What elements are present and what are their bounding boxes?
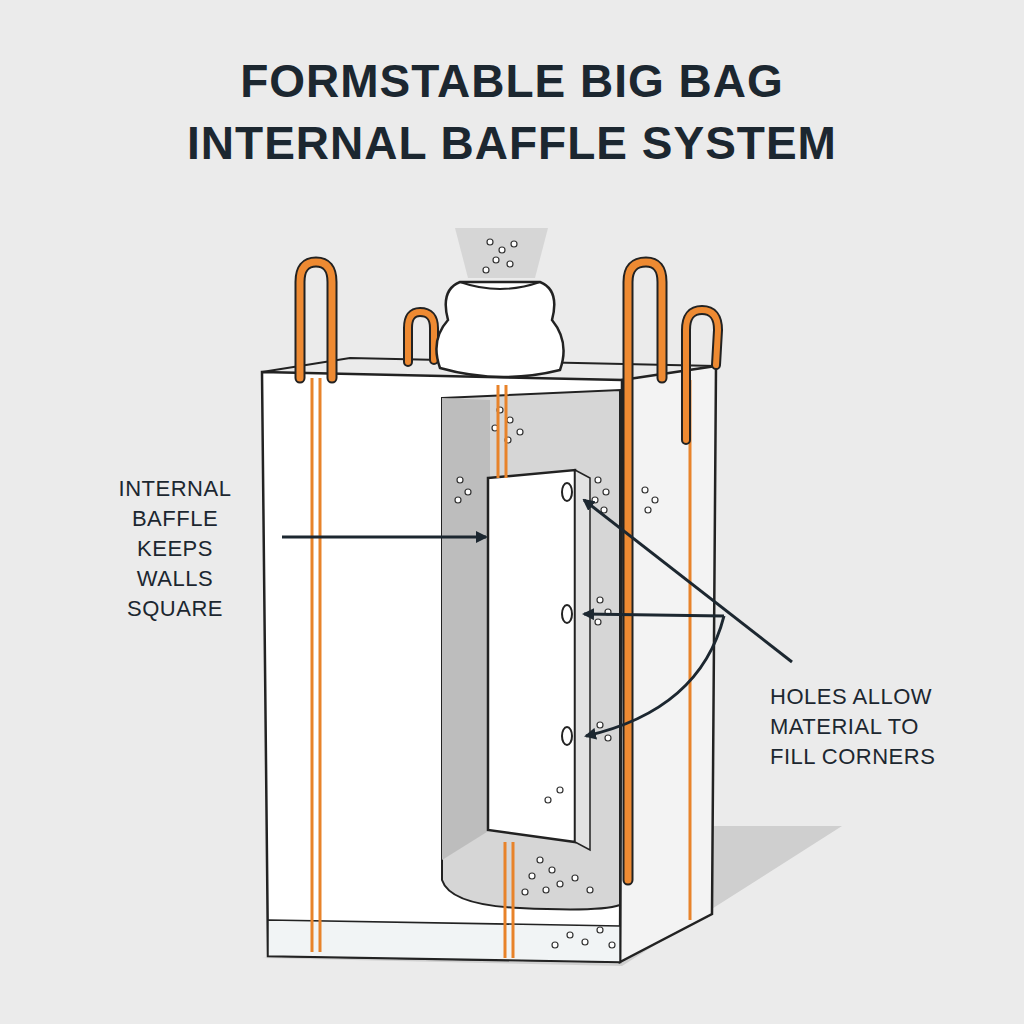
callout-label: INTERNAL BAFFLE KEEPS WALLS SQUARE bbox=[96, 474, 254, 624]
baffle-hole bbox=[562, 483, 572, 501]
baffle-hole bbox=[562, 605, 572, 623]
inner-wall bbox=[442, 398, 490, 860]
baffle-hole bbox=[562, 727, 572, 745]
bag-front bbox=[262, 372, 622, 962]
baffle-edge bbox=[575, 470, 590, 850]
hopper bbox=[455, 228, 548, 278]
diagram-title: FORMSTABLE BIG BAG INTERNAL BAFFLE SYSTE… bbox=[122, 50, 902, 174]
cutaway bbox=[442, 390, 620, 909]
fill-spout bbox=[436, 282, 563, 377]
baffle-panel bbox=[488, 470, 575, 842]
lift-loops bbox=[300, 262, 718, 880]
callout-label: HOLES ALLOW MATERIAL TO FILL CORNERS bbox=[770, 682, 958, 772]
granules bbox=[483, 239, 517, 273]
leader-lines bbox=[282, 500, 792, 736]
